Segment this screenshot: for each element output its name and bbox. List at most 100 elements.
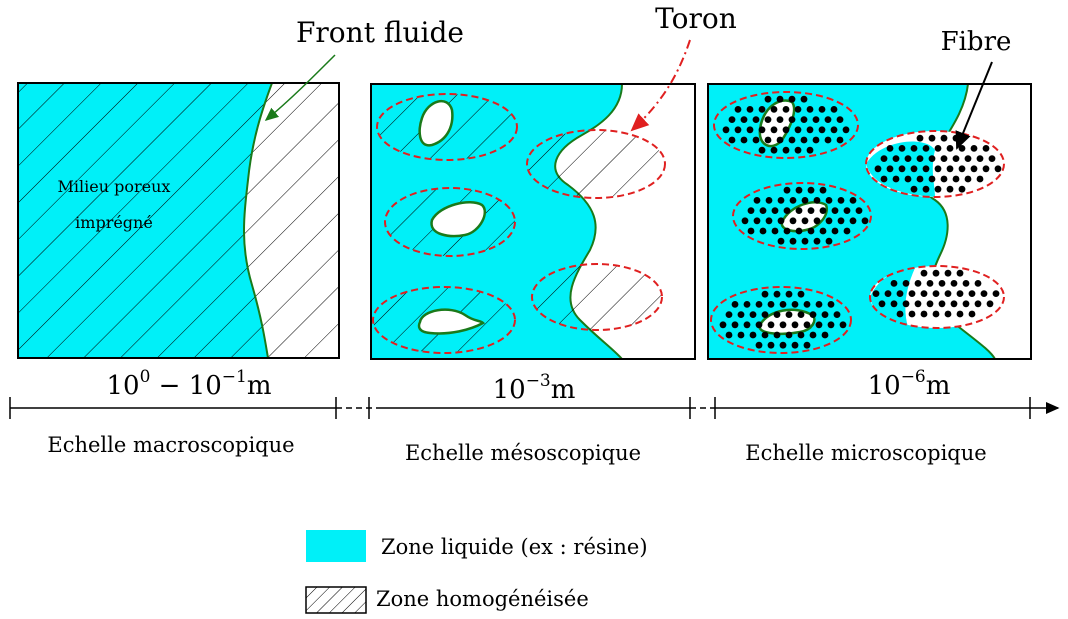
micro-tow-4: [869, 265, 1005, 329]
fibre-dot: [813, 197, 821, 204]
fibre-dot: [886, 145, 894, 152]
fibre-label: Fibre: [941, 27, 1012, 57]
fibre-dot: [916, 175, 924, 183]
scale-macro-label: 100 − 10−1m: [106, 367, 271, 401]
fibre-dot: [934, 145, 942, 152]
fibre-dot: [994, 165, 1002, 173]
fibre-dot: [728, 136, 736, 144]
fibre-dot: [992, 290, 1000, 297]
fibre-dot: [759, 227, 767, 235]
milieu-label-line2: imprégné: [75, 213, 153, 232]
fibre-dot: [902, 280, 910, 287]
fibre-dot: [827, 321, 835, 329]
fibre-dot: [773, 311, 781, 318]
front-fluide-label: Front fluide: [296, 16, 464, 49]
fibre-dot: [797, 290, 805, 298]
fibre-dot: [789, 237, 797, 245]
fibre-dot: [952, 175, 960, 183]
micro-tow-1: [713, 91, 859, 159]
fibre-dot: [964, 175, 972, 183]
fibre-dot: [821, 311, 829, 318]
fibre-dot: [880, 155, 888, 163]
fibre-dot: [719, 321, 727, 329]
fibre-dot: [737, 311, 745, 318]
meso-tow-left-3: [372, 286, 516, 354]
fibre-dot: [940, 175, 948, 183]
fibre-dot: [830, 126, 838, 134]
fibre-dot: [761, 311, 769, 318]
fibre-dot: [837, 217, 845, 225]
micro-panel: [708, 84, 1005, 359]
fibre-dot: [777, 197, 785, 204]
fibre-dot: [809, 331, 817, 339]
fibre-dot: [752, 116, 760, 123]
milieu-label-line1: Milieu poreux: [58, 177, 171, 196]
scale-micro-label: 10−6m: [868, 367, 951, 401]
fibre-dot: [968, 310, 976, 318]
fibre-dot: [922, 185, 930, 193]
fibre-dot: [801, 197, 809, 204]
fibre-dot: [755, 341, 763, 349]
fibre-dot: [970, 165, 978, 173]
fibre-dot: [968, 290, 976, 297]
fibre-dot: [761, 331, 769, 339]
fibre-dot: [815, 321, 823, 329]
fibre-dot: [803, 321, 811, 329]
fibre-dot: [940, 155, 948, 163]
caption-meso: Echelle mésoscopique: [405, 441, 641, 465]
fibre-dot: [964, 155, 972, 163]
fibre-dot: [746, 106, 754, 113]
fibre-dot: [801, 217, 809, 225]
micro-tow-5-fibres: [719, 290, 847, 349]
fibre-dot: [898, 145, 906, 152]
fibre-dot: [836, 136, 844, 144]
fibre-dot: [958, 145, 966, 152]
fibre-dot: [958, 165, 966, 173]
fibre-dot: [932, 290, 940, 297]
fibre-dot: [785, 311, 793, 318]
fibre-dot: [908, 290, 916, 297]
fibre-dot: [831, 227, 839, 235]
fibre-arrow: [955, 61, 993, 150]
fibre-dot: [950, 280, 958, 287]
fibre-dot: [795, 186, 803, 194]
fibre-dot: [743, 301, 751, 308]
macro-panel-border: [17, 82, 340, 359]
fibre-dot: [788, 116, 796, 123]
fibre-dot: [886, 165, 894, 173]
fibre-dot: [974, 300, 982, 308]
fibre-dot: [777, 237, 785, 245]
fibre-dot: [974, 280, 982, 287]
fibre-dot: [789, 217, 797, 225]
fibre-dot: [740, 116, 748, 123]
micro-tow-1-fibres: [722, 95, 850, 154]
fibre-dot: [920, 269, 928, 277]
fibre-dot: [908, 310, 916, 318]
fibre-dot: [980, 290, 988, 297]
fibre-dot: [731, 301, 739, 308]
fibre-dot: [872, 290, 880, 297]
caption-micro: Echelle microscopique: [745, 441, 986, 465]
fibre-dot: [818, 106, 826, 113]
fibre-dot: [743, 321, 751, 329]
fibre-dot: [785, 290, 793, 298]
fibre-dot: [725, 331, 733, 339]
fibre-dot: [922, 165, 930, 173]
fibre-dot: [770, 146, 778, 154]
fibre-dot: [970, 145, 978, 152]
fibre-dot: [770, 126, 778, 134]
fibre-dot: [785, 331, 793, 339]
fibre-dot: [821, 331, 829, 339]
fibre-dot: [803, 341, 811, 349]
fibre-dot: [831, 207, 839, 215]
fibre-dot: [765, 217, 773, 225]
fibre-dot: [800, 136, 808, 144]
fibre-dot: [938, 300, 946, 308]
fibre-dot: [934, 185, 942, 193]
fibre-dot: [982, 145, 990, 152]
fibre-dot: [904, 155, 912, 163]
fibre-dot: [825, 197, 833, 204]
fibre-dot: [813, 217, 821, 225]
fibre-dot: [765, 197, 773, 204]
fibre-dot: [976, 155, 984, 163]
